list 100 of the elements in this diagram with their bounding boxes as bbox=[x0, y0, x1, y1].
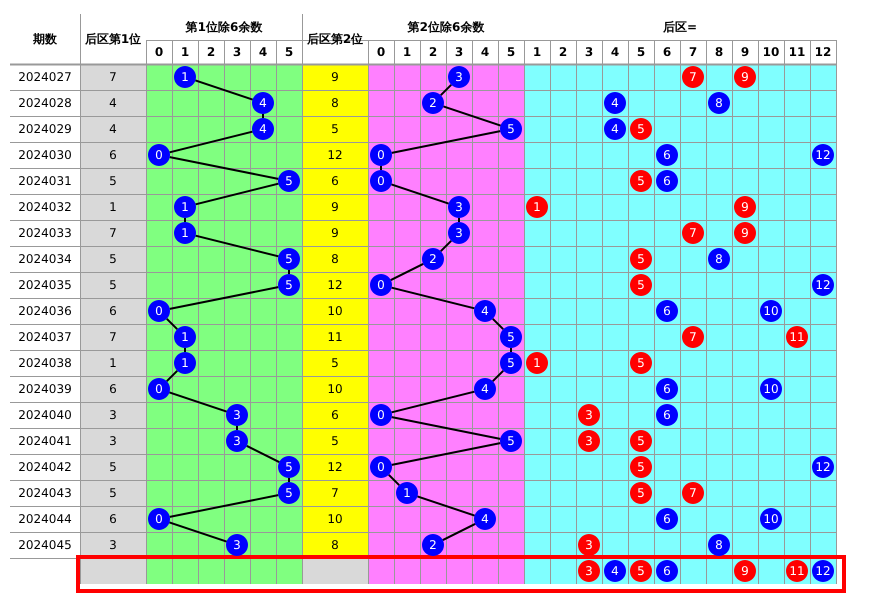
trend-line bbox=[184, 348, 186, 352]
column-header: 第2位除6余数 bbox=[406, 18, 486, 36]
back-zone-value: 1 bbox=[108, 355, 118, 372]
back-zone-value: 12 bbox=[326, 459, 344, 476]
back-zone-value: 7 bbox=[108, 225, 118, 242]
trend-line bbox=[510, 348, 512, 352]
issue-number: 2024029 bbox=[17, 121, 73, 138]
back-zone-value: 6 bbox=[330, 407, 340, 424]
trend-line bbox=[392, 416, 500, 440]
trend-line bbox=[417, 496, 475, 516]
issue-number: 2024033 bbox=[17, 225, 73, 242]
trend-line bbox=[184, 218, 186, 222]
issue-number: 2024043 bbox=[17, 485, 73, 502]
back-zone-value: 8 bbox=[330, 95, 340, 112]
trend-line bbox=[246, 445, 280, 463]
back-zone-value: 7 bbox=[108, 329, 118, 346]
back-zone-value: 9 bbox=[330, 69, 340, 86]
column-header: 后区第2位 bbox=[306, 30, 364, 48]
issue-number: 2024032 bbox=[17, 199, 73, 216]
column-header: 0 bbox=[376, 44, 386, 61]
trend-line bbox=[169, 522, 227, 542]
trend-line bbox=[442, 523, 476, 541]
back-zone-value: 12 bbox=[326, 147, 344, 164]
back-zone-value: 8 bbox=[330, 251, 340, 268]
trend-line bbox=[440, 240, 452, 252]
back-zone-value: 5 bbox=[108, 459, 118, 476]
trend-line bbox=[390, 263, 424, 281]
back-zone-value: 4 bbox=[108, 95, 118, 112]
back-zone-value: 10 bbox=[326, 303, 344, 320]
back-zone-value: 5 bbox=[108, 277, 118, 294]
trend-line bbox=[195, 234, 279, 258]
back-zone-value: 5 bbox=[108, 173, 118, 190]
issue-number: 2024034 bbox=[17, 251, 73, 268]
trend-line bbox=[170, 494, 278, 518]
issue-number: 2024036 bbox=[17, 303, 73, 320]
issue-number: 2024045 bbox=[17, 537, 73, 554]
trend-line bbox=[380, 166, 382, 170]
back-zone-value: 5 bbox=[330, 121, 340, 138]
issue-number: 2024035 bbox=[17, 277, 73, 294]
trend-line bbox=[458, 218, 460, 222]
column-header: 10 bbox=[762, 44, 780, 61]
column-header: 1 bbox=[402, 44, 412, 61]
back-zone-value: 12 bbox=[326, 277, 344, 294]
column-header: 3 bbox=[584, 44, 594, 61]
column-header: 7 bbox=[688, 44, 698, 61]
back-zone-value: 6 bbox=[108, 147, 118, 164]
column-header: 8 bbox=[714, 44, 724, 61]
trend-line bbox=[288, 478, 290, 482]
column-header: 5 bbox=[636, 44, 646, 61]
back-zone-value: 3 bbox=[108, 407, 118, 424]
back-zone-value: 6 bbox=[108, 381, 118, 398]
issue-number: 2024038 bbox=[17, 355, 73, 372]
back-zone-value: 5 bbox=[108, 485, 118, 502]
trend-line bbox=[492, 318, 504, 330]
trend-line bbox=[262, 114, 264, 118]
back-zone-value: 10 bbox=[326, 381, 344, 398]
back-zone-value: 6 bbox=[330, 173, 340, 190]
back-zone-value: 11 bbox=[326, 329, 344, 346]
trend-line bbox=[440, 84, 452, 96]
issue-number: 2024027 bbox=[17, 69, 73, 86]
trend-line bbox=[169, 130, 253, 154]
column-header: 0 bbox=[154, 44, 164, 61]
column-header: 12 bbox=[814, 44, 832, 61]
back-zone-value: 6 bbox=[108, 303, 118, 320]
trend-line bbox=[388, 474, 400, 486]
issue-number: 2024044 bbox=[17, 511, 73, 528]
back-zone-value: 7 bbox=[330, 485, 340, 502]
trend-line bbox=[166, 370, 178, 382]
trend-line bbox=[492, 370, 504, 382]
back-zone-value: 8 bbox=[330, 537, 340, 554]
back-zone-value: 9 bbox=[330, 225, 340, 242]
trend-line bbox=[170, 156, 278, 180]
column-header: 5 bbox=[284, 44, 294, 61]
column-header: 2 bbox=[558, 44, 568, 61]
issue-number: 2024031 bbox=[17, 173, 73, 190]
back-zone-value: 3 bbox=[108, 537, 118, 554]
issue-number: 2024042 bbox=[17, 459, 73, 476]
column-header: 5 bbox=[506, 44, 516, 61]
issue-number: 2024041 bbox=[17, 433, 73, 450]
back-zone-value: 5 bbox=[330, 433, 340, 450]
back-zone-value: 6 bbox=[108, 511, 118, 528]
trend-line bbox=[236, 426, 238, 430]
column-header: 2 bbox=[206, 44, 216, 61]
trend-line bbox=[392, 130, 500, 154]
column-header: 1 bbox=[180, 44, 190, 61]
back-zone-value: 7 bbox=[108, 69, 118, 86]
trend-line bbox=[169, 392, 227, 412]
issue-number: 2024030 bbox=[17, 147, 73, 164]
trend-line bbox=[391, 184, 449, 204]
column-header: 4 bbox=[610, 44, 620, 61]
trend-line bbox=[166, 318, 178, 330]
column-header: 4 bbox=[480, 44, 490, 61]
column-header: 后区= bbox=[662, 18, 698, 36]
column-header: 3 bbox=[232, 44, 242, 61]
issue-number: 2024039 bbox=[17, 381, 73, 398]
back-zone-value: 4 bbox=[108, 121, 118, 138]
back-zone-value: 9 bbox=[330, 199, 340, 216]
column-header: 后区第1位 bbox=[84, 30, 142, 48]
trend-line bbox=[391, 390, 475, 414]
column-header: 6 bbox=[662, 44, 672, 61]
